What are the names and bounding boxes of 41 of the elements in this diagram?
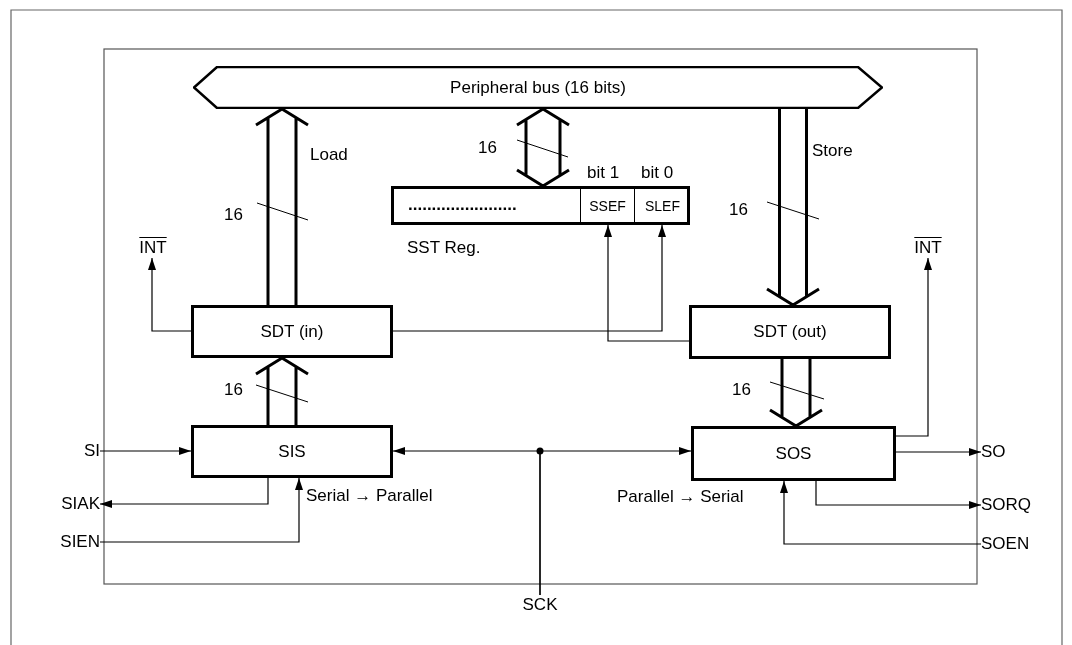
bus-width-label: 16	[478, 138, 497, 158]
bus-arrow	[768, 357, 824, 428]
arrow	[99, 477, 303, 543]
bus-width-label: 16	[224, 380, 243, 400]
arrow	[780, 480, 982, 545]
bus-arrow-shape: Peripheral bus (16 bits)	[193, 66, 883, 109]
pin-label: SI	[70, 441, 100, 461]
pin-label: SIAK	[42, 494, 100, 514]
register-cell: SLEF	[634, 189, 690, 222]
bus-width-label: 16	[732, 380, 751, 400]
bit-label: bit 1	[587, 163, 620, 183]
register-box	[391, 186, 690, 225]
signal-label: INT	[134, 238, 172, 258]
pin-label: SCK	[518, 595, 562, 615]
signal-label: INT	[909, 238, 947, 258]
process-box: SDT (out)	[689, 305, 891, 359]
process-box: SDT (in)	[191, 305, 393, 358]
pin-label: SIEN	[42, 532, 100, 552]
process-box: SIS	[191, 425, 393, 478]
register-bit-dots: .......................	[408, 195, 517, 215]
arrow	[99, 477, 269, 508]
bus-arrow	[254, 356, 310, 427]
pin-label: SORQ	[981, 495, 1041, 515]
pin-label: SOEN	[981, 534, 1041, 554]
conversion-note: Serial → Parallel	[306, 486, 433, 506]
bit-label: bit 0	[641, 163, 674, 183]
arrow	[815, 480, 982, 509]
register-name: SST Reg.	[407, 238, 481, 258]
process-box: SOS	[691, 426, 896, 481]
bus-width-label: 16	[729, 200, 748, 220]
pin-label: SO	[981, 442, 1011, 462]
conversion-note: Parallel → Serial	[617, 487, 744, 507]
bus-width-label: 16	[224, 205, 243, 225]
arrow	[392, 224, 666, 332]
arrow	[148, 257, 192, 332]
arrow	[604, 224, 690, 342]
register-cell: SSEF	[580, 189, 634, 222]
arrow	[99, 447, 192, 455]
arrow	[539, 447, 692, 596]
arrow	[895, 448, 982, 456]
arrow	[895, 257, 932, 437]
